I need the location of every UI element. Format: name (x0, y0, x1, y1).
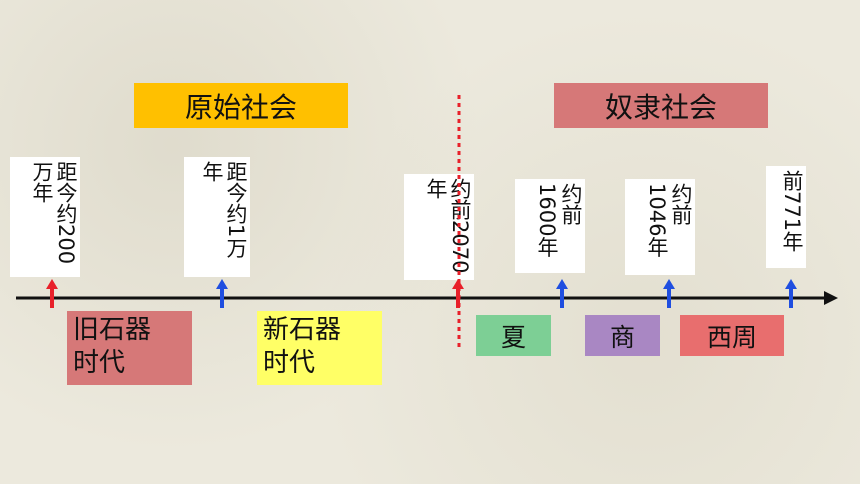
time-note-shang-start: 约前 1600年 (515, 179, 585, 273)
period-paleolithic: 旧石器 时代 (67, 311, 192, 385)
period-neolithic: 新石器 时代 (257, 311, 382, 385)
time-note-paleolithic-start: 距今约200 万年 (10, 157, 80, 277)
dynasty-shang: 商 (585, 315, 660, 356)
marker-arrow-western-zhou-start-blue (663, 279, 675, 308)
dynasty-xia-label: 夏 (500, 322, 526, 352)
era-primitive-label: 原始社会 (184, 90, 297, 124)
marker-arrow-western-zhou-end-blue (785, 279, 797, 308)
time-note-western-zhou-end: 前771年 (766, 166, 806, 268)
dynasty-xia: 夏 (476, 315, 551, 356)
era-slave-label: 奴隶社会 (604, 90, 717, 124)
marker-arrow-xia-red (452, 279, 464, 308)
era-slave-society: 奴隶社会 (554, 83, 768, 128)
time-note-neolithic-start: 距今约1万 年 (184, 157, 250, 277)
dynasty-shang-label: 商 (609, 322, 635, 352)
dynasty-western-zhou: 西周 (680, 315, 784, 356)
timeline-axis-arrowhead (824, 291, 838, 305)
marker-arrow-shang-blue (556, 279, 568, 308)
marker-arrow-neolithic-blue (216, 279, 228, 308)
era-primitive-society: 原始社会 (134, 83, 348, 128)
marker-arrow-paleolithic-red (46, 279, 58, 308)
time-note-western-zhou-start: 约前 1046年 (625, 179, 695, 275)
dynasty-western-zhou-label: 西周 (706, 322, 757, 352)
